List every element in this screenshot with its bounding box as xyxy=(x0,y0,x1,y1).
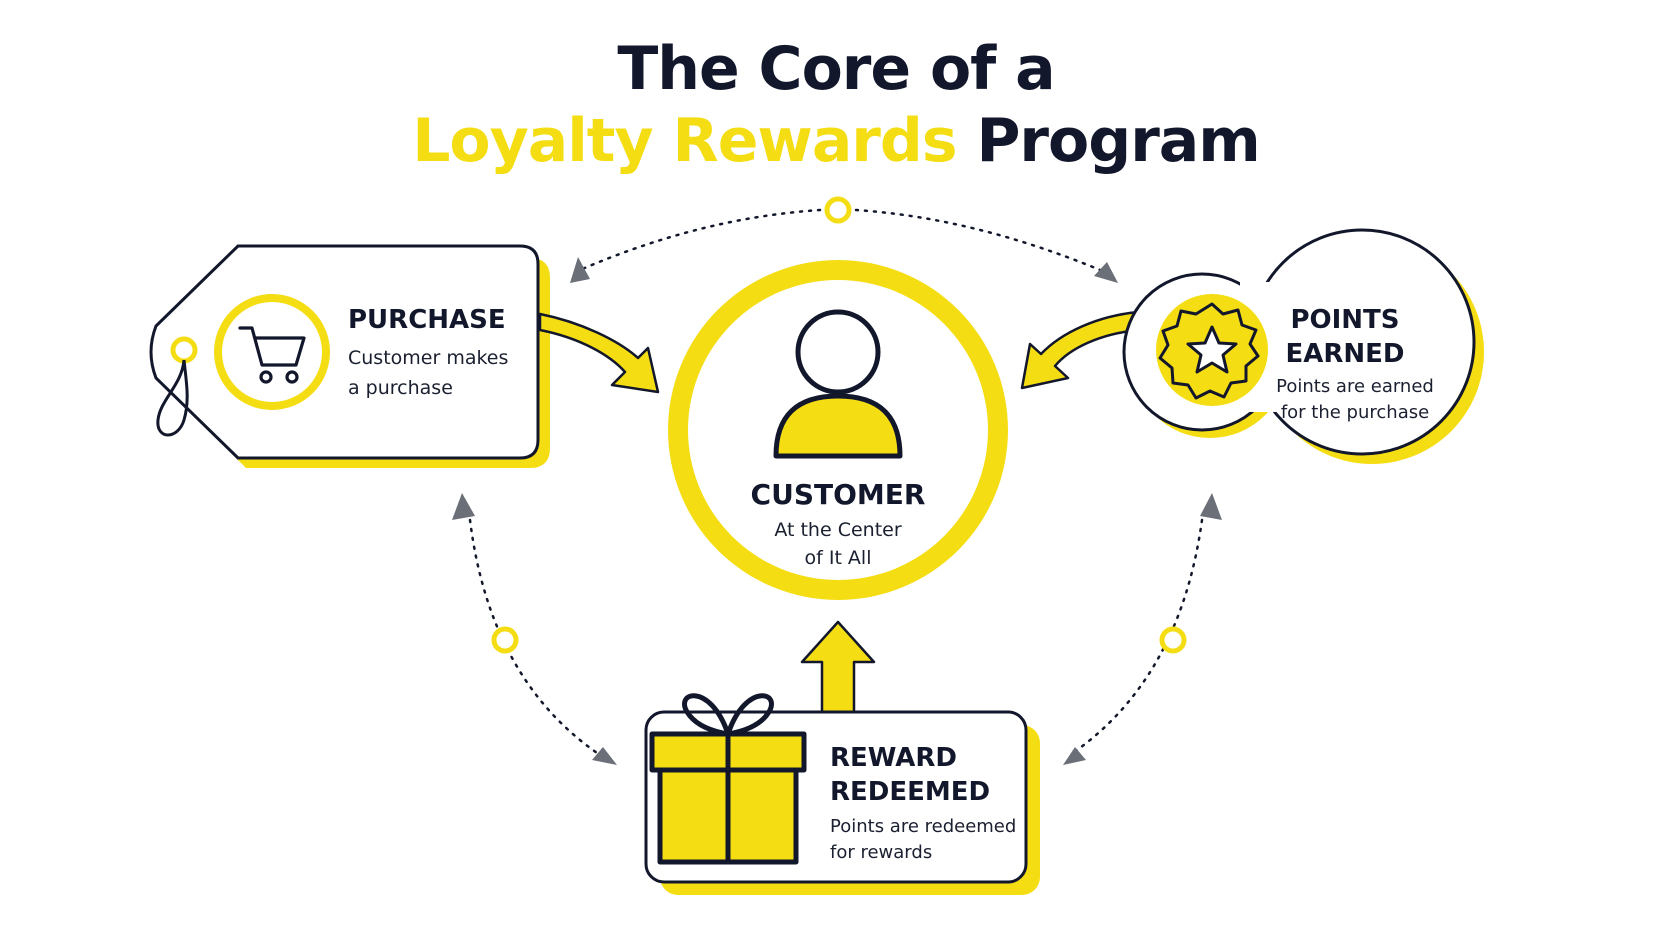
node-right xyxy=(1159,626,1187,654)
shopping-cart-icon xyxy=(238,326,306,384)
cycle-connectors xyxy=(468,208,1204,757)
points-desc-line-2: for the purchase xyxy=(1280,402,1430,423)
purchase-card xyxy=(149,244,550,468)
connector-top-right xyxy=(854,208,1107,274)
reward-to-customer-arrow xyxy=(800,620,876,714)
arrowhead-top-right xyxy=(1094,262,1118,283)
purchase-heading: PURCHASE xyxy=(348,305,506,335)
points-heading-line-1: POINTS xyxy=(1290,305,1400,335)
tag-hole xyxy=(170,336,198,364)
purchase-icon-ring xyxy=(214,294,330,410)
tag-string xyxy=(156,359,189,437)
reward-heading-line-1: REWARD xyxy=(830,743,958,773)
reward-card xyxy=(644,693,1040,895)
page-title-line-1: The Core of a xyxy=(617,34,1055,104)
reward-heading-line-2: REDEEMED xyxy=(830,777,991,807)
points-heading-line-2: EARNED xyxy=(1285,339,1405,369)
arrowhead-right-down xyxy=(1063,747,1086,765)
reward-desc-line-2: for rewards xyxy=(830,842,933,863)
node-left xyxy=(491,626,519,654)
connector-arrowheads xyxy=(452,257,1222,765)
connector-right xyxy=(1068,518,1204,757)
arrowhead-left-down xyxy=(592,747,617,765)
connector-nodes xyxy=(491,196,1187,654)
arrowhead-right-up xyxy=(1200,493,1222,520)
star-badge-icon xyxy=(1158,302,1260,400)
page-title-accent: Loyalty Rewards xyxy=(412,106,957,176)
customer-desc-line-2: of It All xyxy=(804,547,872,569)
person-icon xyxy=(773,309,903,459)
reward-desc-line-1: Points are redeemed xyxy=(830,816,1017,837)
purchase-card-body xyxy=(149,244,540,460)
customer-heading: CUSTOMER xyxy=(750,478,926,511)
points-card xyxy=(1122,228,1484,464)
connector-top-left xyxy=(578,208,822,272)
purchase-desc-line-1: Customer makes xyxy=(348,347,509,369)
page-title-rest: Program xyxy=(976,106,1260,176)
customer-desc-line-1: At the Center xyxy=(774,519,902,541)
points-desc-line-1: Points are earned xyxy=(1276,376,1434,397)
points-to-customer-arrow xyxy=(1020,310,1140,390)
node-top xyxy=(824,196,852,224)
customer-hub xyxy=(668,260,1008,600)
purchase-desc-line-2: a purchase xyxy=(348,377,453,399)
arrowhead-top-left xyxy=(570,257,590,283)
connector-left xyxy=(468,518,602,757)
arrowhead-left-up xyxy=(452,493,475,520)
gift-box-icon xyxy=(649,693,807,865)
page-title-line-2: Loyalty Rewards Program xyxy=(0,106,1672,176)
purchase-to-customer-arrow xyxy=(538,312,660,394)
